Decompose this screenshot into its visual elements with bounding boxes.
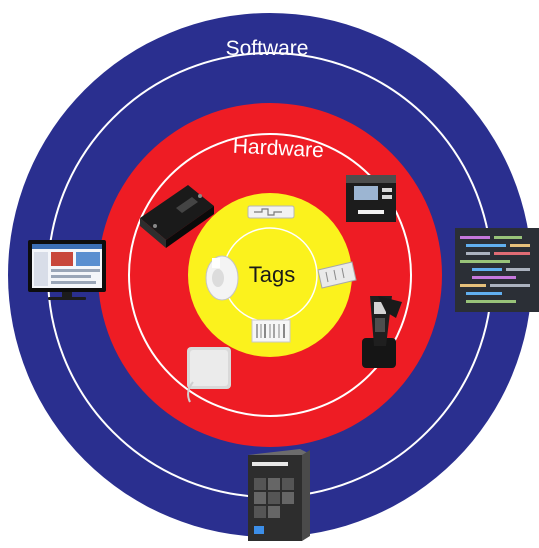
rfid-reader-icon <box>140 185 214 248</box>
rfid-antenna-icon <box>187 347 231 403</box>
software-box-icon <box>248 449 310 541</box>
tags-core <box>188 193 352 357</box>
barcode-tag-icon <box>251 319 291 343</box>
hardware-label: Hardware <box>232 135 324 163</box>
code-screen-icon <box>455 228 539 312</box>
inlay-tag-icon <box>247 205 295 219</box>
tag-strip-icon <box>317 261 357 289</box>
software-label: Software <box>226 37 309 60</box>
handheld-scanner-icon <box>362 296 402 368</box>
label-printer-icon <box>346 175 396 222</box>
tags-label: Tags <box>249 262 295 287</box>
label-roll-icon <box>205 255 239 301</box>
hardware-ring-divider <box>128 133 412 417</box>
monitor-dashboard-icon <box>28 240 106 300</box>
